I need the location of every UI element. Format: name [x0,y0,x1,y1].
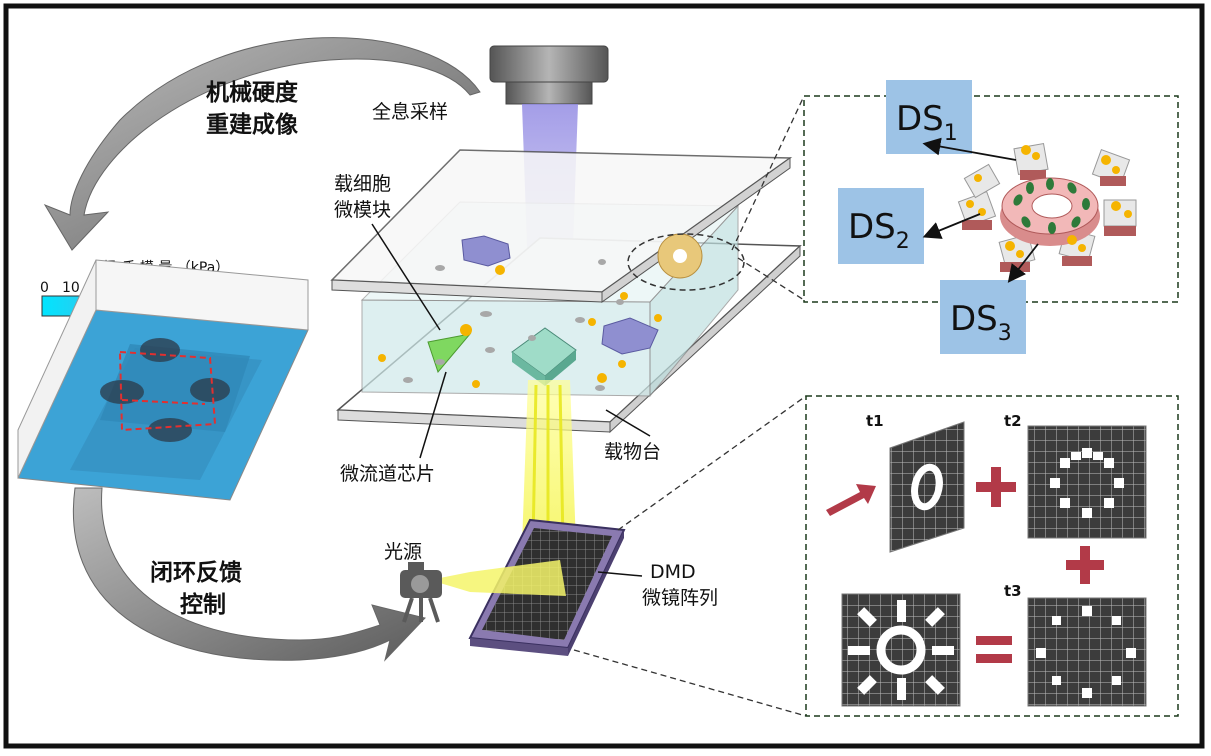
cell-module-label-line1: 载细胞 [334,173,391,195]
ds-box-3: DS3 [940,280,1026,354]
ds-sub-1: 1 [944,121,958,146]
dmd-leader [597,571,643,577]
top-curved-arrow [43,37,481,251]
stage-label: 载物台 [604,441,661,463]
light-source-icon [400,562,442,623]
ds-sub-2: 2 [896,229,910,254]
pattern-t1 [889,421,965,553]
light-source-label: 光源 [384,541,422,563]
ds-sub-3: 3 [998,321,1012,346]
t2-label: t2 [1004,412,1022,430]
colorbar-tick: 10 [62,280,80,296]
light-source-beam [430,560,566,596]
mech-label-line2: 重建成像 [206,111,299,138]
chip-label: 微流道芯片 [340,463,435,485]
feedback-label-line1: 闭环反馈 [150,559,242,586]
dmd-label-line2: 微镜阵列 [642,587,718,609]
map-back-wall [95,259,309,331]
plus-icon [976,467,1016,507]
cell-module-label-line2: 微模块 [334,199,391,221]
svg-text:DS2: DS2 [848,207,910,254]
cell-module-leader [371,223,441,331]
holo-label: 全息采样 [372,101,448,123]
objective-lens [489,45,609,105]
equals-icon [976,636,1012,663]
ds-prefix: DS [896,99,944,139]
dmd-label-line1: DMD [650,561,696,583]
pattern-t2 [1027,425,1147,539]
t1-label: t1 [866,412,884,430]
mech-label-line1: 机械硬度 [206,79,299,106]
pattern-result [841,593,961,707]
bottom-curved-arrow [73,487,426,662]
plus-icon-2 [1066,546,1104,584]
ds-prefix: DS [848,207,896,247]
input-arrow-icon [826,484,876,516]
microfluidic-chip [330,149,802,434]
t3-label: t3 [1004,582,1022,600]
stage-leader [605,409,651,437]
ds-box-2: DS2 [838,188,924,264]
pattern-t3 [1027,597,1147,707]
ds-prefix: DS [950,299,998,339]
svg-text:DS3: DS3 [950,299,1012,346]
chip-leader [419,371,447,459]
stiffness-map: 杨 氏 模 量 （kPa） 0 10 20 30 40 50 60 [17,259,309,501]
colorbar-tick: 0 [40,280,49,296]
ds-box-1: DS1 [886,80,972,154]
feedback-label-line2: 控制 [180,591,226,618]
svg-text:DS1: DS1 [896,99,958,146]
